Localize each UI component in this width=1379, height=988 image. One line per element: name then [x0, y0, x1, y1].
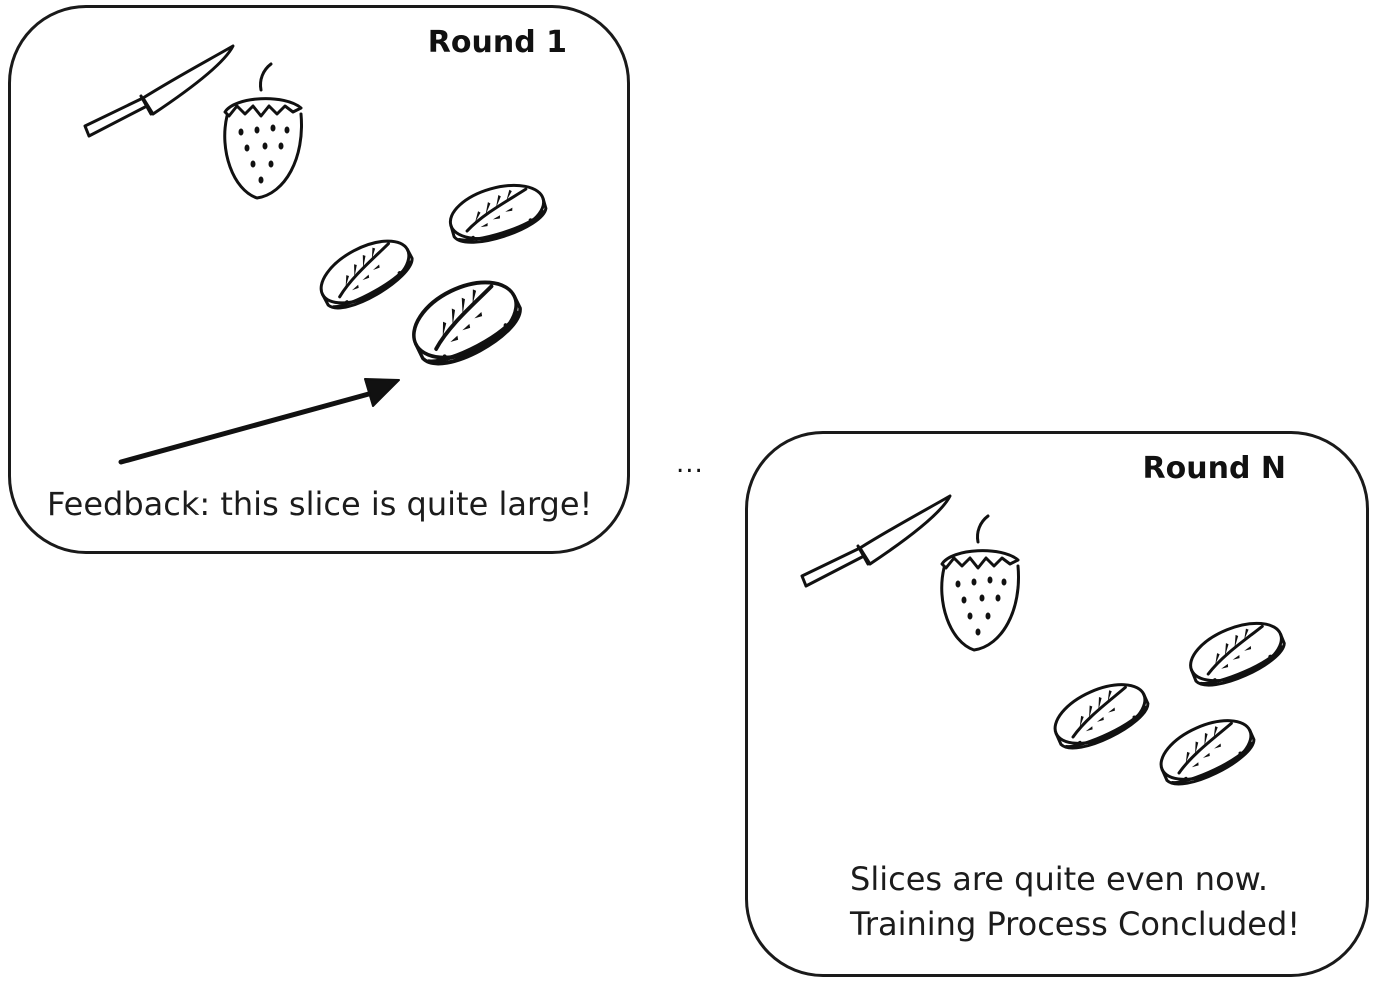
round-1-feedback-text: Feedback: this slice is quite large!: [47, 485, 593, 523]
strawberry-icon: [940, 514, 1021, 652]
round-n-panel: Round N: [745, 431, 1369, 977]
strawberry-slice-icon: [1044, 671, 1156, 759]
strawberry-slice-icon: [442, 174, 552, 252]
round-n-result-text: Slices are quite even now. Training Proc…: [850, 860, 1301, 943]
knife-icon: [83, 44, 235, 138]
round-1-title: Round 1: [427, 25, 567, 60]
round-n-title: Round N: [1142, 451, 1286, 486]
round-1-panel: Round 1: [8, 5, 630, 554]
strawberry-icon: [223, 62, 304, 200]
large-strawberry-slice-icon: [399, 265, 532, 377]
arrow-icon: [118, 378, 400, 465]
knife-icon: [800, 494, 952, 588]
ellipsis-separator: ...: [676, 449, 704, 479]
round-1-illustration: [83, 44, 552, 465]
strawberry-slice-icon: [1150, 707, 1262, 795]
strawberry-slice-icon: [1181, 610, 1292, 695]
strawberry-slice-icon: [309, 226, 421, 319]
